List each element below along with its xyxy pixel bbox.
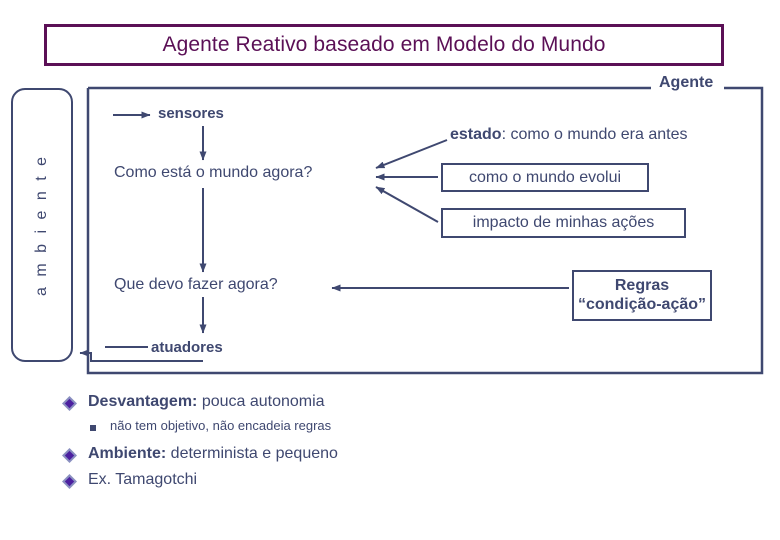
square-bullet-icon	[90, 425, 96, 431]
actuators-label: atuadores	[151, 339, 223, 356]
world-evolution-box-label: como o mundo evolui	[468, 168, 622, 186]
slide-title-box: Agente Reativo baseado em Modelo do Mund…	[44, 24, 724, 66]
sensors-label: sensores	[158, 105, 224, 122]
diamond-bullet-icon	[62, 474, 77, 490]
agent-boundary-label: Agente	[659, 74, 714, 91]
world-evolution-box: como o mundo evolui	[441, 163, 649, 192]
list-item: Ambiente: determinista e pequeno	[62, 444, 762, 464]
environment-box	[11, 88, 73, 362]
rules-box: Regras “condição-ação”	[572, 270, 712, 321]
list-item-rest: Ex. Tamagotchi	[88, 471, 198, 489]
list-item-bold: Ambiente:	[88, 445, 167, 463]
list-item-text: Ex. Tamagotchi	[88, 470, 197, 490]
list-item-rest: pouca autonomia	[197, 393, 325, 410]
impact-to-percept-arrow	[375, 186, 439, 223]
rules-box-line-1: Regras	[614, 276, 670, 294]
list-item-text: não tem objetivo, não encadeia regras	[110, 418, 331, 434]
environment-label-text: a m b i e n t e	[33, 154, 50, 296]
state-text-bold: estado	[450, 126, 502, 143]
rules-box-line-2: “condição-ação”	[577, 295, 707, 313]
action-impact-box-label: impacto de minhas ações	[472, 214, 655, 231]
action-question-text: Que devo fazer agora?	[114, 276, 278, 293]
action-impact-box: impacto de minhas ações	[441, 208, 686, 238]
list-item-rest: determinista e pequeno	[166, 445, 338, 463]
diamond-bullet-icon	[62, 448, 77, 464]
percept-question-text: Como está o mundo agora?	[114, 164, 313, 181]
bullet-list: Desvantagem: pouca autonomia não tem obj…	[62, 392, 762, 496]
state-text-rest: : como o mundo era antes	[501, 126, 688, 143]
list-item-text: Desvantagem: pouca autonomia	[88, 392, 325, 412]
list-item-rest: não tem objetivo, não encadeia regras	[110, 418, 332, 433]
state-to-percept-arrow	[375, 139, 448, 169]
page-title: Agente Reativo baseado em Modelo do Mund…	[162, 33, 606, 56]
list-item: Desvantagem: pouca autonomia	[62, 392, 762, 412]
state-text: estado: como o mundo era antes	[450, 126, 687, 144]
list-item: não tem objetivo, não encadeia regras	[90, 418, 762, 434]
diamond-bullet-icon	[62, 396, 77, 411]
list-item: Ex. Tamagotchi	[62, 470, 762, 490]
environment-label: a m b i e n t e	[11, 88, 73, 362]
list-item-text: Ambiente: determinista e pequeno	[88, 444, 338, 464]
list-item-bold: Desvantagem:	[88, 393, 198, 410]
